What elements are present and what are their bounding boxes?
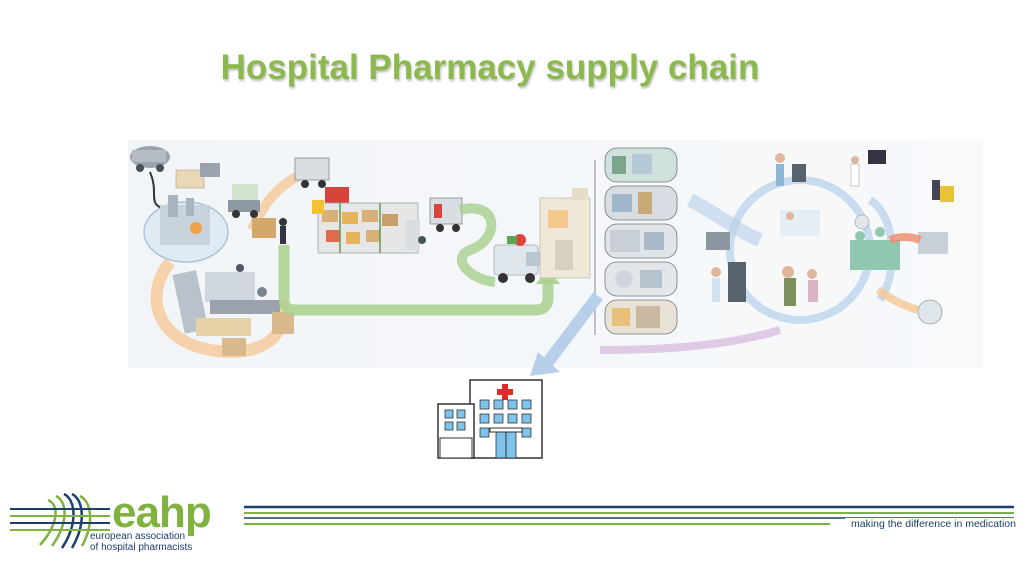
- delivery-truck-icon: [228, 157, 330, 244]
- page-title: Hospital Pharmacy supply chain: [220, 48, 760, 87]
- pharmacy-process-panels-icon: [594, 147, 678, 335]
- purple-flow-arrow: [599, 326, 782, 354]
- pharmacy-building-icon: [539, 188, 591, 279]
- hospital-building-icon: [437, 379, 543, 459]
- distribution-van-icon: [493, 234, 540, 283]
- logo-tagline: making the difference in medication: [845, 518, 1016, 530]
- warehouse-shelves-icon: [312, 187, 463, 254]
- production-line-icon: [172, 264, 294, 356]
- logo-subtitle-line2: of hospital pharmacists: [90, 542, 193, 553]
- ward-round-icon: [706, 150, 886, 306]
- eahp-logo-mark: [10, 492, 110, 549]
- logo-subtitle-line1: european association: [90, 531, 186, 542]
- operating-theatre-icon: [850, 180, 954, 325]
- blue-arrow-head: [530, 352, 560, 376]
- blue-arrow-to-hospital: [543, 292, 603, 366]
- green-return-arrow: [278, 245, 554, 316]
- logo-wordmark: eahp: [112, 488, 212, 537]
- green-s-curve-arrow: [457, 203, 497, 287]
- blue-flow-arrow: [686, 193, 763, 247]
- factory-dome-icon: [143, 163, 229, 263]
